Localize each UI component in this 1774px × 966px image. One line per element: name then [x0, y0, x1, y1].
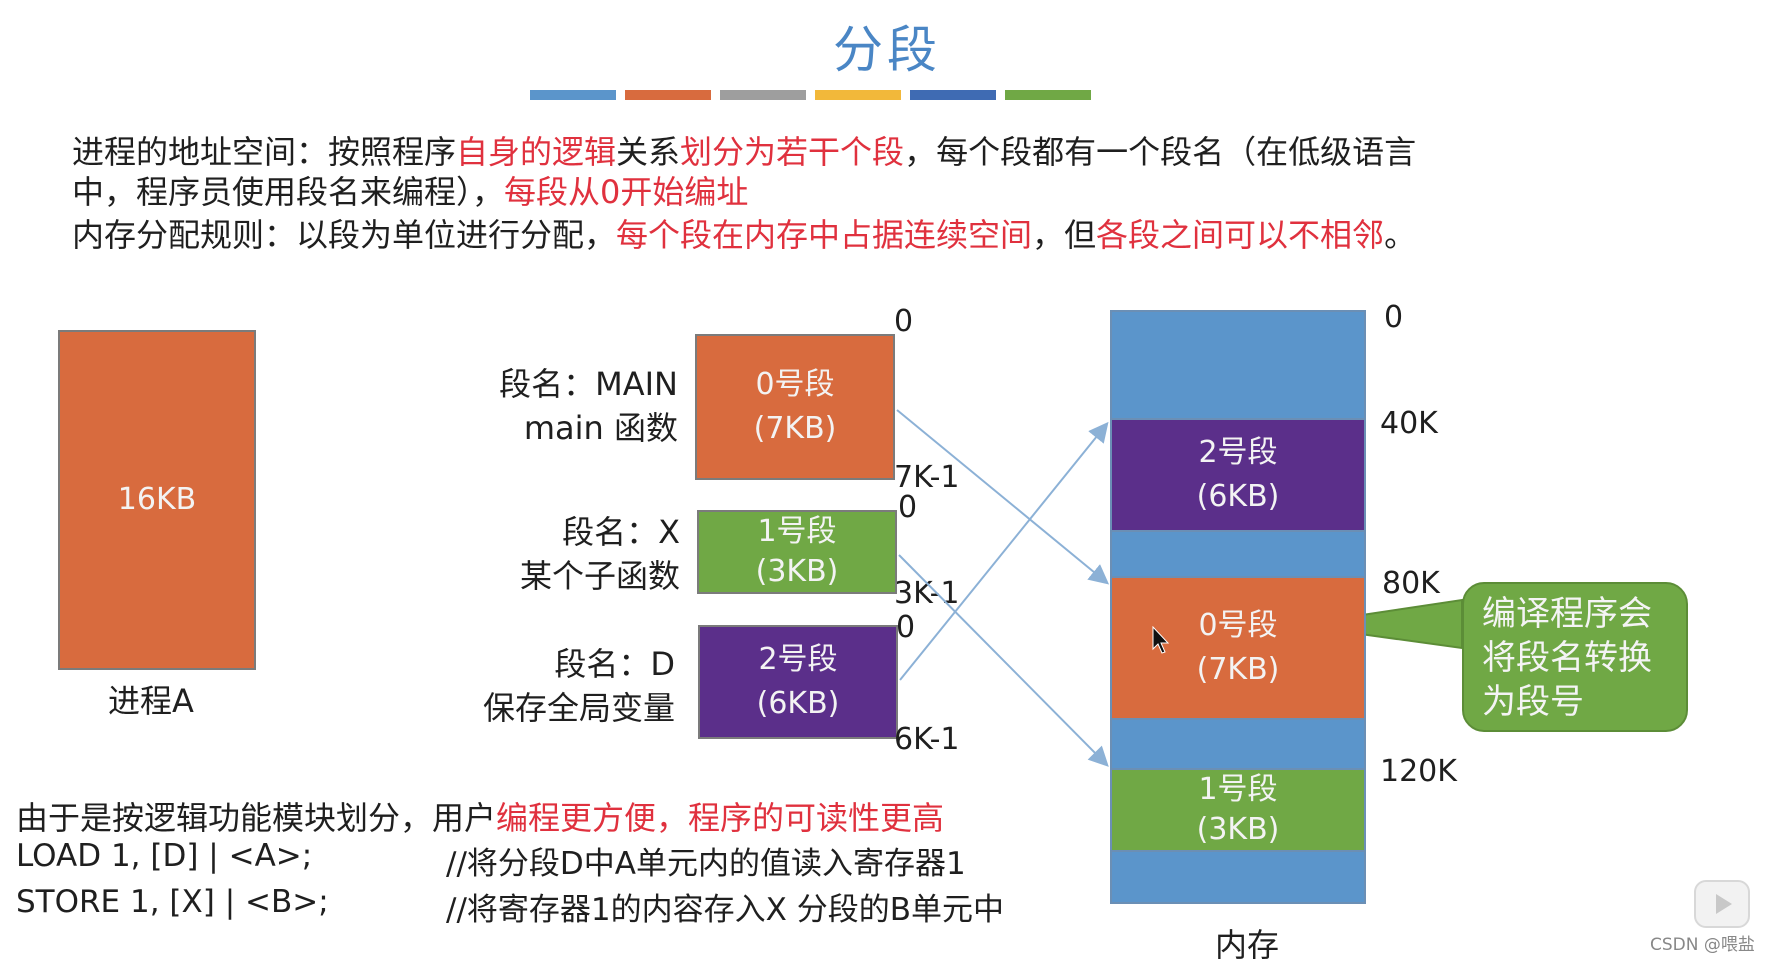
memory-block-segment-0: 0号段 (7KB): [1110, 576, 1366, 720]
watermark: CSDN @喂盐: [1650, 935, 1755, 955]
segment-1-start-addr: 0: [898, 490, 918, 525]
page-title: 分段: [833, 21, 941, 79]
memory-address-40k: 40K: [1380, 406, 1438, 441]
mouse-cursor-icon: [1152, 626, 1170, 654]
intro-text-run: 。: [1384, 216, 1417, 254]
intro-text-run: 内存分配规则：以段为单位进行分配，: [72, 216, 617, 254]
segment-0-start-addr: 0: [894, 304, 914, 339]
play-button[interactable]: [1694, 880, 1750, 928]
title-stripe: [910, 90, 996, 100]
intro-text-run: 各段之间可以不相邻: [1096, 216, 1385, 254]
intro-line-3: 内存分配规则：以段为单位进行分配，每个段在内存中占据连续空间，但各段之间可以不相…: [72, 215, 1416, 255]
segment-0-end-addr: 7K-1: [894, 460, 960, 495]
code-line-1-instr: LOAD 1, [D] | <A>;: [16, 838, 313, 874]
code-line-2-instr: STORE 1, [X] | <B>;: [16, 884, 329, 920]
segment-2-end-addr: 6K-1: [894, 722, 960, 757]
memory-block-segment-1: 1号段 (3KB): [1110, 768, 1366, 852]
segment-2-name: 段名：D 保存全局变量: [482, 645, 675, 727]
memory-address-0: 0: [1384, 300, 1404, 335]
code-line-1-comment: //将分段D中A单元内的值读入寄存器1: [446, 846, 966, 882]
code-line-2-comment: //将寄存器1的内容存入X 分段的B单元中: [446, 892, 1004, 928]
intro-text-run: 每段从0开始编址: [504, 173, 749, 211]
process-label: 进程A: [108, 682, 194, 720]
segment-0-name: 段名：MAIN main 函数: [499, 365, 678, 447]
intro-text-run: ，每个段都有一个段名（在低级语言: [904, 133, 1417, 171]
segment-2-start-addr: 0: [896, 610, 916, 645]
intro-line-2: 中，程序员使用段名来编程），每段从0开始编址: [72, 172, 748, 212]
memory-block-segment-2: 2号段 (6KB): [1110, 418, 1366, 532]
intro-text-run: 进程的地址空间：按照程序: [72, 133, 457, 171]
process-a-block: 16KB: [58, 330, 256, 670]
segment-1-box: 1号段 (3KB): [697, 510, 897, 594]
memory-address-120k: 120K: [1380, 754, 1457, 789]
arrow-segment-1: [898, 554, 1109, 767]
intro-text-run: 关系: [616, 133, 681, 171]
memory-address-80k: 80K: [1382, 566, 1440, 601]
arrow-segment-0: [896, 409, 1110, 585]
title-stripe: [625, 90, 711, 100]
intro-text-run: 划分为若干个段: [680, 133, 905, 171]
arrow-segment-2: [899, 421, 1109, 681]
title-stripe: [720, 90, 806, 100]
title-stripe: [815, 90, 901, 100]
title-stripe: [1005, 90, 1091, 100]
intro-text-run: 中，程序员使用段名来编程），: [72, 173, 505, 211]
memory-label: 内存: [1215, 926, 1280, 964]
segment-0-box: 0号段 (7KB): [695, 334, 895, 480]
segment-2-box: 2号段 (6KB): [698, 625, 898, 739]
process-size: 16KB: [117, 482, 197, 517]
intro-text-run: ，但: [1032, 216, 1097, 254]
intro-text-run: 自身的逻辑: [456, 133, 617, 171]
play-icon: [1716, 894, 1732, 914]
intro-text-run: 每个段在内存中占据连续空间: [616, 216, 1033, 254]
segment-1-name: 段名：X 某个子函数: [519, 513, 680, 595]
title-stripe: [530, 90, 616, 100]
compiler-callout: 编译程序会 将段名转换 为段号: [1462, 582, 1688, 732]
intro-line-1: 进程的地址空间：按照程序自身的逻辑关系划分为若干个段，每个段都有一个段名（在低级…: [72, 132, 1416, 172]
bottom-summary: 由于是按逻辑功能模块划分，用户编程更方便，程序的可读性更高: [16, 799, 945, 837]
